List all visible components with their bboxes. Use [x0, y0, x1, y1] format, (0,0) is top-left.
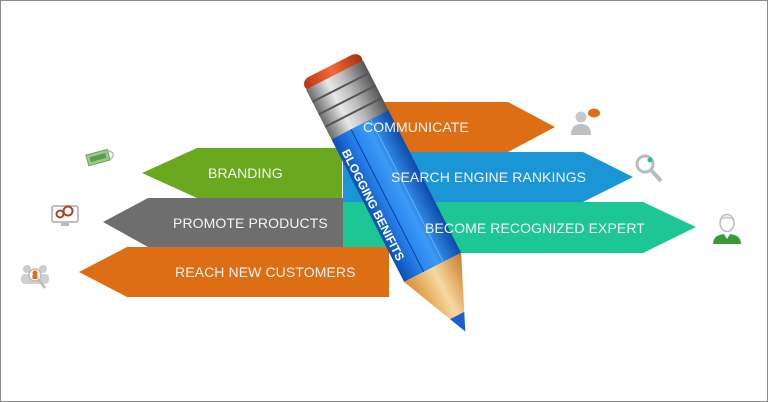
person-chat-icon	[568, 106, 602, 136]
arrow-label-branding: BRANDING	[208, 165, 283, 181]
arrow-become-recognized-expert: BECOME RECOGNIZED EXPERT	[343, 202, 696, 253]
arrow-label-search-engine-rankings: SEARCH ENGINE RANKINGS	[391, 169, 587, 185]
arrow-search-engine-rankings: SEARCH ENGINE RANKINGS	[343, 152, 633, 202]
arrow-promote-products: PROMOTE PRODUCTS	[103, 198, 343, 247]
arrow-shape	[103, 198, 343, 247]
magnifier-icon	[633, 152, 665, 184]
customer-search-icon	[18, 262, 52, 292]
arrow-shape	[79, 247, 389, 297]
arrow-label-become-recognized-expert: BECOME RECOGNIZED EXPERT	[425, 219, 645, 236]
arrow-reach-new-customers: REACH NEW CUSTOMERS	[79, 247, 389, 297]
arrow-branding: BRANDING	[142, 148, 342, 198]
arrow-label-promote-products: PROMOTE PRODUCTS	[173, 214, 328, 231]
brand-tag-icon	[84, 146, 120, 168]
monitor-gears-icon	[50, 200, 80, 228]
arrow-label-reach-new-customers: REACH NEW CUSTOMERS	[175, 264, 356, 280]
expert-user-icon	[710, 212, 744, 246]
arrow-shape	[142, 148, 342, 198]
arrow-communicate: COMMUNICATE	[343, 102, 555, 152]
arrow-label-communicate: COMMUNICATE	[363, 119, 469, 135]
